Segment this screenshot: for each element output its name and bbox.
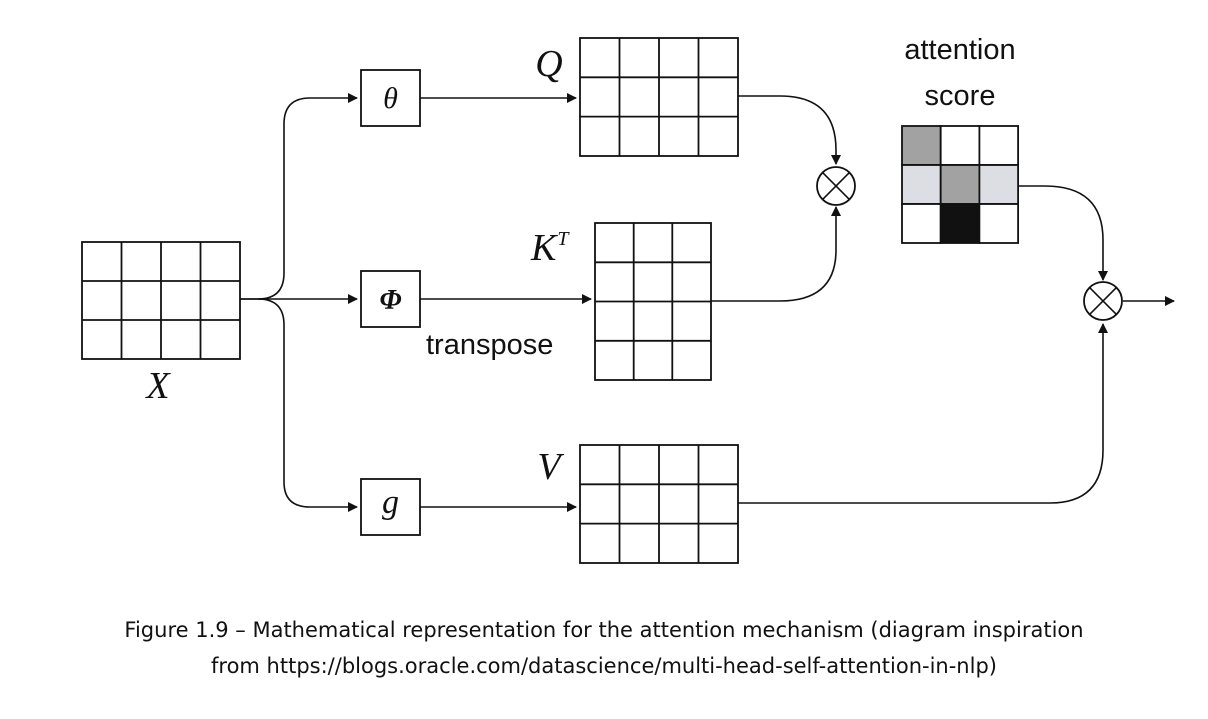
label-v: V bbox=[537, 446, 564, 488]
caption-line-1: Figure 1.9 – Mathematical representation… bbox=[124, 618, 1084, 642]
edge-kt-to-multiply bbox=[711, 206, 841, 302]
score-cell-r1-c1 bbox=[939, 164, 981, 205]
edge-score-to-multiply bbox=[1018, 185, 1108, 281]
edge-v-to-multiply bbox=[738, 323, 1108, 504]
matrix-v bbox=[579, 444, 739, 564]
edge-x-to-theta bbox=[240, 93, 358, 300]
label-g: g bbox=[382, 484, 399, 521]
attention-mechanism-diagram: X θ Φ g Q KT transpose bbox=[81, 34, 1175, 564]
score-cell-r2-c1 bbox=[939, 203, 981, 244]
matrix-kt bbox=[594, 222, 712, 381]
label-theta: θ bbox=[383, 82, 398, 115]
attention-score-matrix bbox=[901, 125, 1020, 244]
score-cell-r0-c0 bbox=[901, 125, 942, 166]
label-x: X bbox=[144, 365, 171, 407]
matrix-q bbox=[579, 37, 739, 157]
label-attention-score-line1: attention bbox=[904, 34, 1015, 66]
score-cell-r1-c2 bbox=[978, 164, 1020, 205]
theta-box: θ bbox=[360, 69, 421, 127]
score-cell-r1-c0 bbox=[901, 164, 942, 205]
score-cell-r2-c0 bbox=[901, 203, 942, 244]
edge-x-to-g bbox=[257, 298, 358, 512]
score-cell-r0-c1 bbox=[939, 125, 981, 166]
label-q: Q bbox=[535, 43, 562, 85]
phi-box: Φ bbox=[360, 270, 421, 328]
g-box: g bbox=[360, 478, 421, 536]
matrix-x bbox=[81, 241, 241, 360]
caption-line-2: from https://blogs.oracle.com/datascienc… bbox=[211, 654, 997, 678]
label-kt: KT bbox=[530, 227, 570, 269]
figure-caption: Figure 1.9 – Mathematical representation… bbox=[0, 612, 1208, 684]
label-transpose: transpose bbox=[426, 329, 553, 361]
edge-q-to-multiply bbox=[738, 95, 841, 165]
label-attention-score-line2: score bbox=[925, 80, 996, 112]
connections bbox=[240, 93, 1175, 512]
label-phi: Φ bbox=[379, 285, 401, 316]
multiply-node-qk bbox=[816, 166, 856, 206]
score-cell-r0-c2 bbox=[978, 125, 1020, 166]
multiply-node-score-v bbox=[1083, 281, 1123, 321]
score-cell-r2-c2 bbox=[978, 203, 1020, 244]
